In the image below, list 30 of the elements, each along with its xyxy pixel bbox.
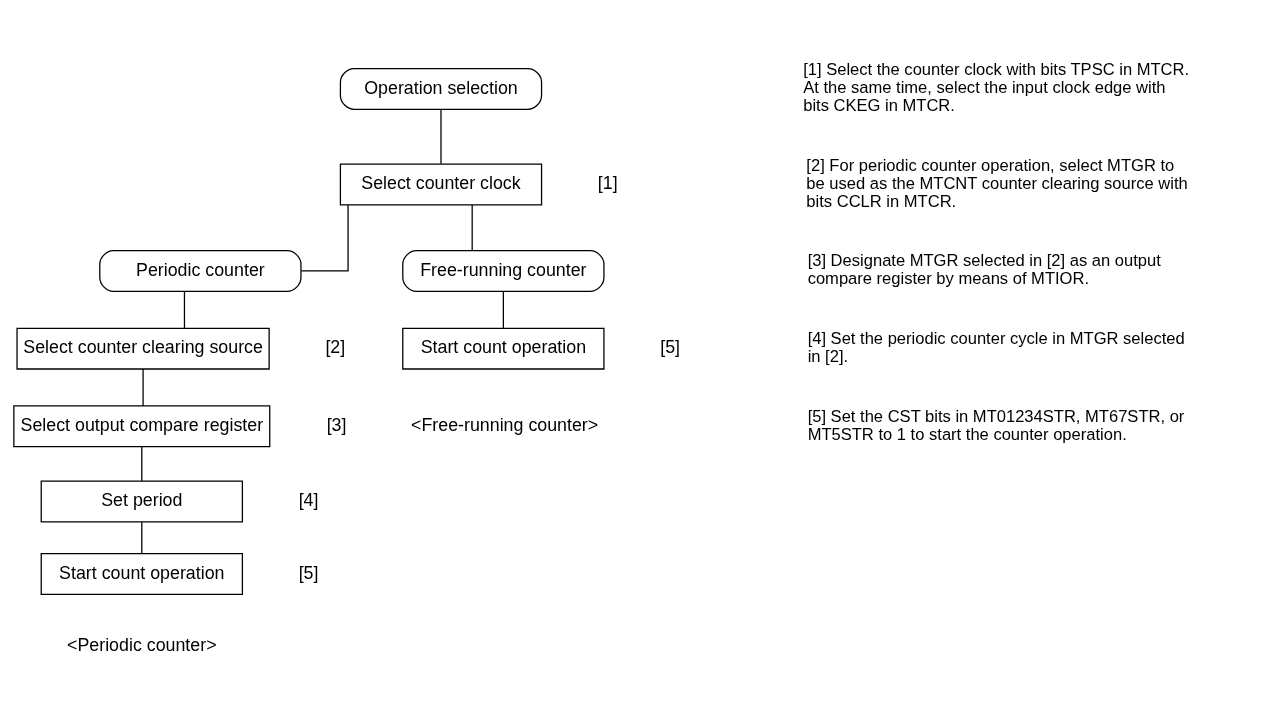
- node-box: Free-running counter: [402, 249, 605, 292]
- node-box: Periodic counter: [99, 249, 302, 292]
- node-label: [2]: [325, 337, 346, 358]
- node-box: Select output compare register: [13, 405, 271, 448]
- node-box: Operation selection: [339, 67, 543, 110]
- label: <Periodic counter>: [67, 635, 217, 656]
- node-box: Select counter clock: [339, 163, 543, 206]
- label: [1] Select the counter clock with bits TPSC in MTCR. At the same time, select the input clock edge with bits CKEG in MTCR.: [803, 60, 1190, 116]
- connector: [471, 204, 473, 251]
- connector: [440, 109, 442, 165]
- connector: [141, 446, 143, 482]
- label: [5] Set the CST bits in MT01234STR, MT67STR, or MT5STR to 1 to start the counter operation.: [807, 406, 1185, 444]
- node-box: Start count operation: [40, 552, 243, 595]
- connector: [183, 290, 186, 329]
- node-label: [5]: [298, 562, 319, 583]
- label: [3] Designate MTGR selected in [2] as an output compare register by means of MTIOR.: [807, 251, 1161, 289]
- node-label: [5]: [660, 337, 681, 358]
- connector: [142, 368, 144, 407]
- connector: [502, 290, 504, 329]
- node-box: Set period: [40, 480, 243, 523]
- node-label: [3]: [326, 415, 347, 435]
- connector: [300, 204, 349, 272]
- node-box: Start count operation: [402, 327, 605, 370]
- node-label: [4]: [298, 490, 319, 511]
- node-label: [1]: [597, 173, 618, 194]
- node-box: Select counter clearing source: [16, 327, 270, 370]
- label: [2] For periodic counter operation, select MTGR to be used as the MTCNT counter clearing source with bits CCLR in MTCR.: [806, 155, 1188, 211]
- label: <Free-running counter>: [411, 415, 599, 435]
- connector: [141, 521, 143, 555]
- label: [4] Set the periodic counter cycle in MTGR selected in [2].: [807, 329, 1185, 366]
